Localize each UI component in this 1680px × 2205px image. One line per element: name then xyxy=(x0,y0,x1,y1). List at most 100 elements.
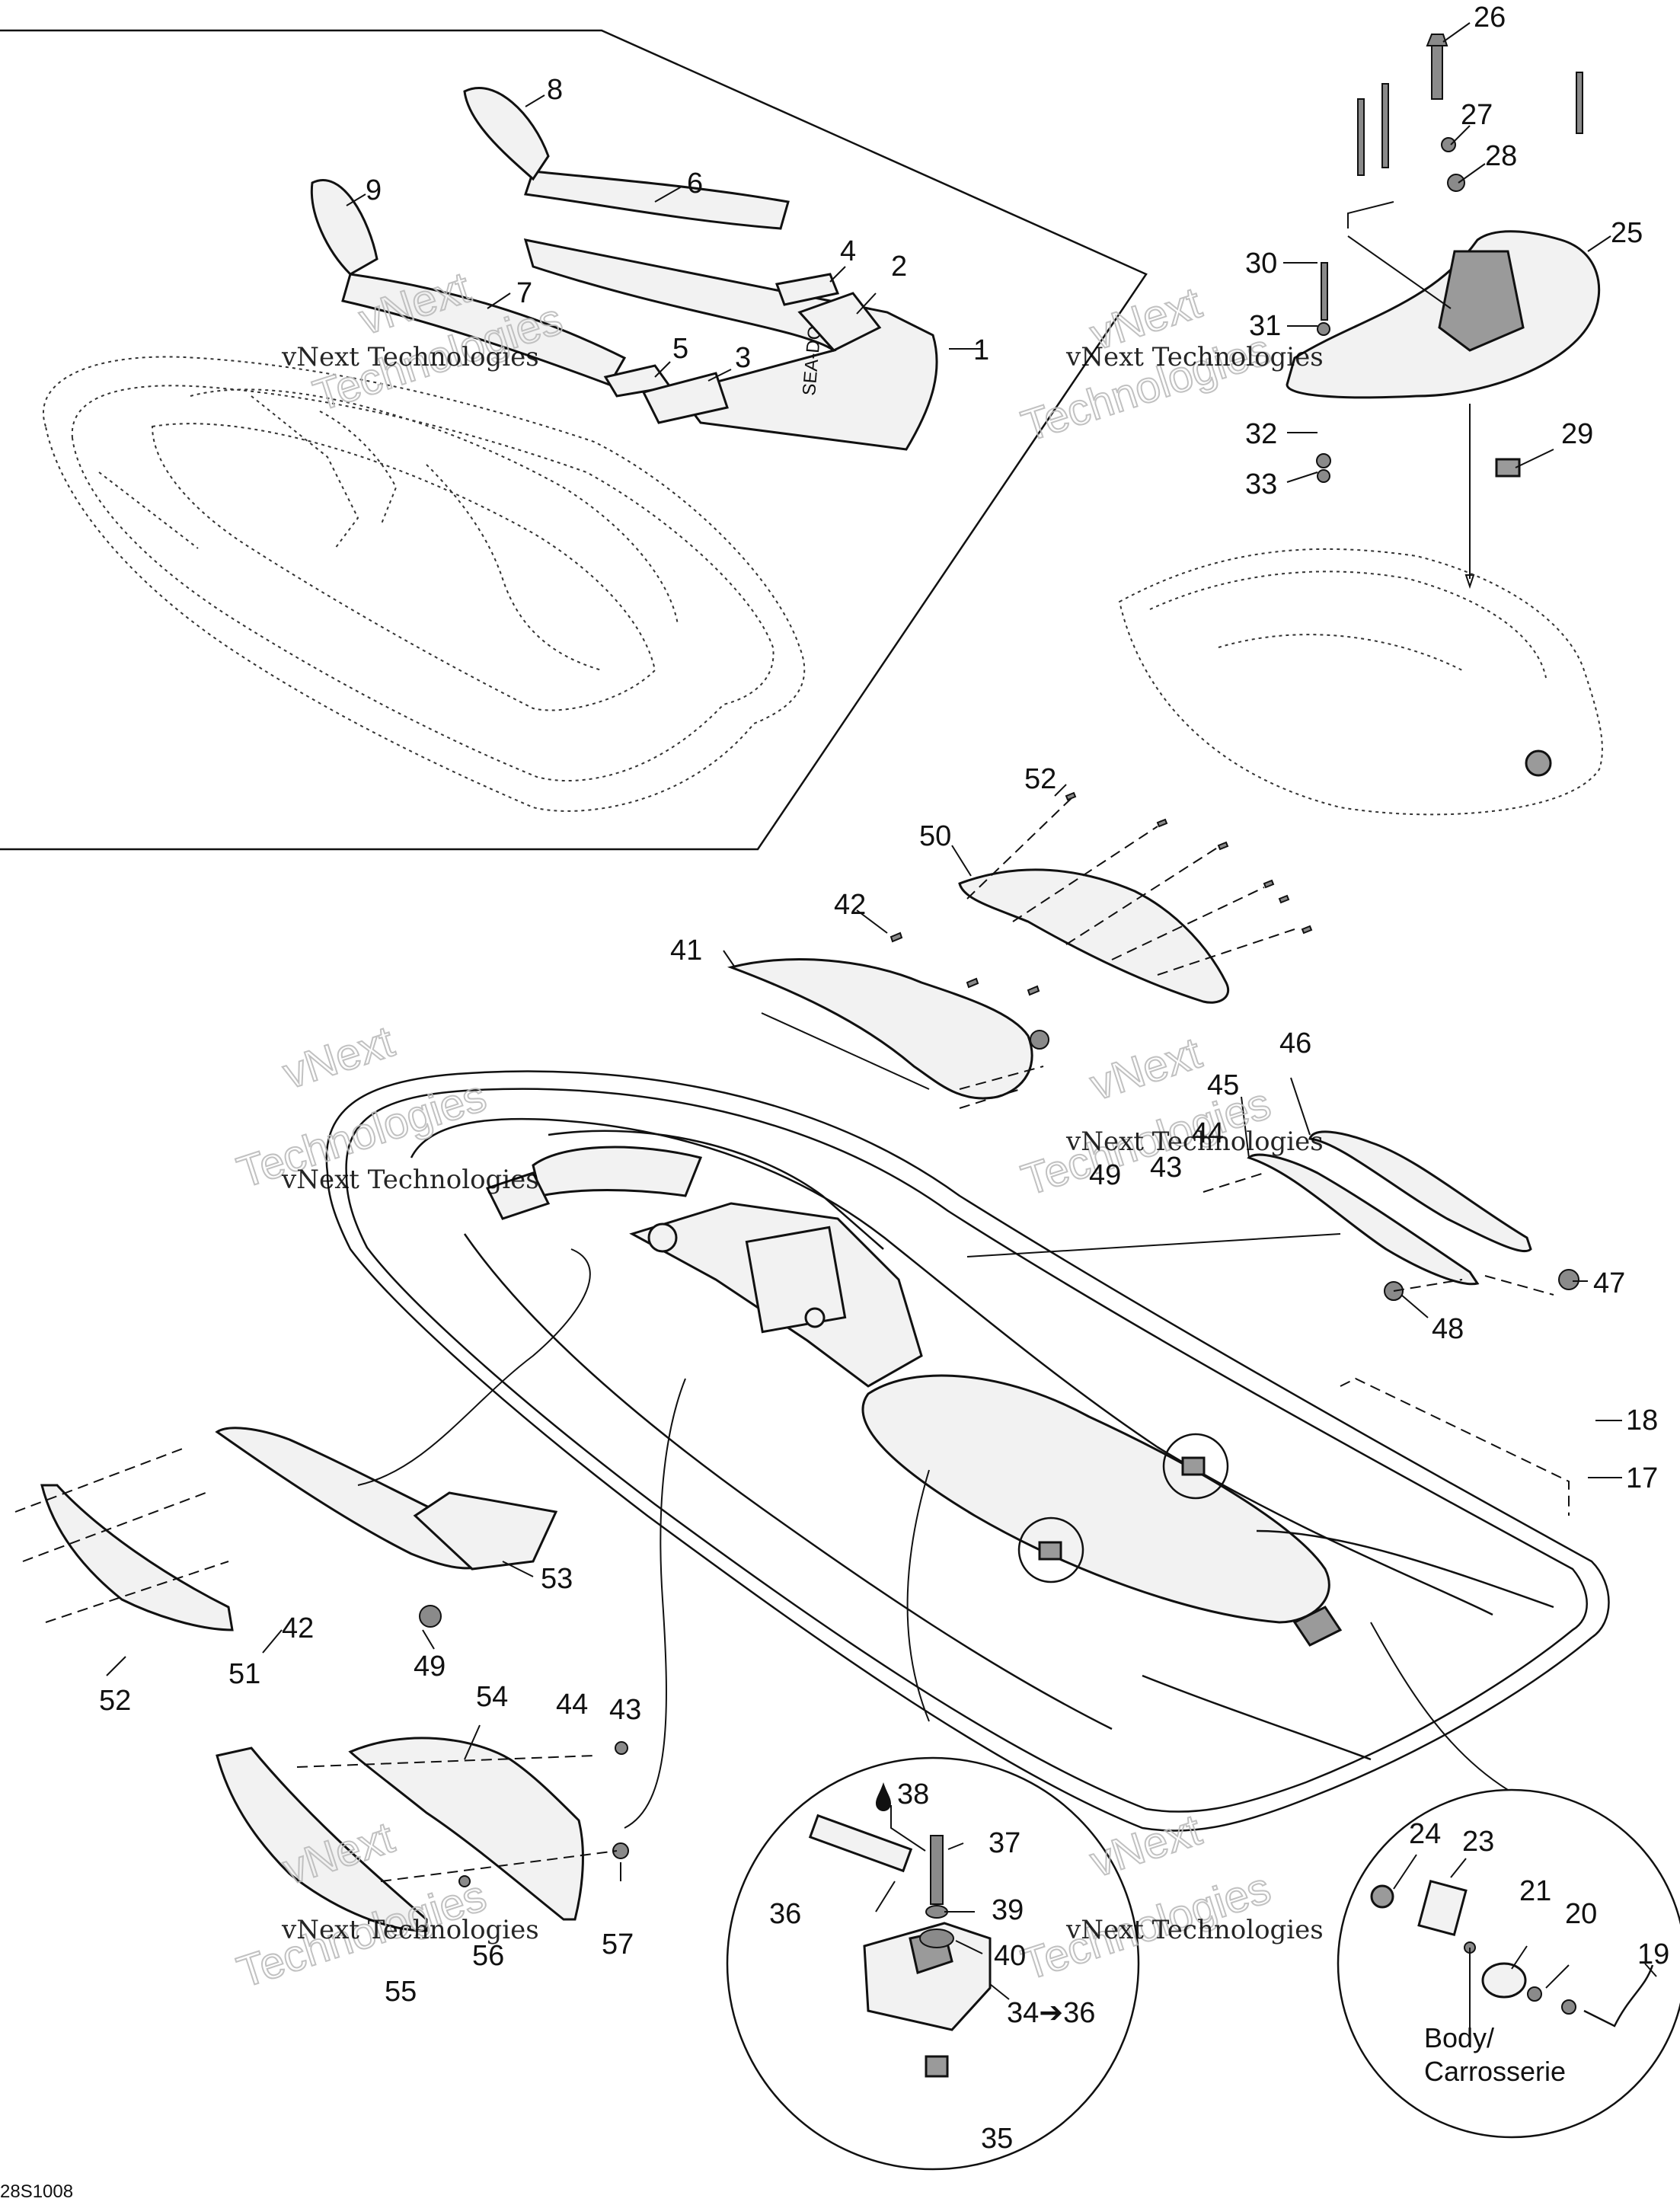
callout-18: 18 xyxy=(1626,1404,1658,1436)
callout-1: 1 xyxy=(973,334,989,366)
front-cowl xyxy=(532,1146,703,1197)
callout-25: 25 xyxy=(1611,217,1643,249)
panel-51 xyxy=(40,1484,234,1631)
callout-35: 35 xyxy=(981,2123,1013,2155)
callout-54: 54 xyxy=(476,1681,508,1713)
callout-40: 40 xyxy=(994,1940,1026,1972)
callout-43a: 43 xyxy=(1150,1152,1182,1184)
callout-27: 27 xyxy=(1461,99,1493,131)
grille-55 xyxy=(216,1746,428,1932)
clip-49a xyxy=(1030,1030,1049,1050)
washer-39 xyxy=(925,1905,948,1919)
callout-38: 38 xyxy=(897,1778,929,1810)
callout-43b: 43 xyxy=(609,1694,641,1726)
mat-3 xyxy=(641,372,729,424)
callout-44b: 44 xyxy=(556,1689,588,1721)
washer-40 xyxy=(919,1929,954,1948)
panel-46 xyxy=(1308,1130,1532,1253)
callout-39: 39 xyxy=(992,1894,1024,1926)
body-caption-line2: Carrosserie xyxy=(1424,2056,1566,2087)
callout-41: 41 xyxy=(670,935,702,967)
grab-handle-bracket xyxy=(1438,250,1525,352)
callout-26: 26 xyxy=(1474,2,1506,34)
callout-24: 24 xyxy=(1409,1818,1441,1850)
bracket-detail-circle xyxy=(1337,1788,1680,2139)
latch-detail-circle xyxy=(726,1756,1140,2171)
callout-3: 3 xyxy=(735,342,751,374)
callout-55: 55 xyxy=(385,1976,417,2008)
callout-32: 32 xyxy=(1245,418,1277,450)
watermarks: vNext Technologies vNext Technologies vN… xyxy=(231,262,1324,1999)
callout-labels: 1 2 3 4 5 6 7 8 9 17 18 19 20 21 23 24 2… xyxy=(99,2,1669,2155)
callout-17: 17 xyxy=(1626,1462,1658,1494)
callout-30: 30 xyxy=(1245,248,1277,280)
panel-41 xyxy=(727,958,1033,1100)
pad-36 xyxy=(808,1814,913,1873)
callout-36: 36 xyxy=(769,1898,801,1930)
callout-47: 47 xyxy=(1593,1267,1625,1299)
hook-19 xyxy=(1583,1964,1654,2028)
side-panels xyxy=(14,791,1579,1932)
mat-inset-panel: SEA-DOO xyxy=(0,29,1148,851)
callout-37: 37 xyxy=(989,1827,1020,1859)
callout-31: 31 xyxy=(1249,310,1281,342)
svg-text:vNext Technologies: vNext Technologies xyxy=(1065,1126,1324,1157)
callout-8: 8 xyxy=(547,74,563,106)
latch-detail xyxy=(726,1756,1140,2171)
washer-20 xyxy=(1527,1986,1542,2002)
seat-mat-1 xyxy=(523,238,938,451)
vent-53 xyxy=(413,1491,558,1571)
callout-28: 28 xyxy=(1485,140,1517,172)
drawing-code: 28S1008 xyxy=(0,2181,73,2202)
callout-48: 48 xyxy=(1432,1313,1464,1345)
seat-well xyxy=(861,1374,1330,1624)
callout-46: 46 xyxy=(1279,1027,1311,1059)
callout-20: 20 xyxy=(1565,1898,1597,1930)
knee-pad-8 xyxy=(463,87,550,181)
leader-lines xyxy=(106,22,1657,2000)
nut-29 xyxy=(1495,458,1521,478)
svg-text:vNext Technologies: vNext Technologies xyxy=(281,1165,539,1195)
callout-45: 45 xyxy=(1207,1069,1239,1101)
mat-4 xyxy=(775,273,840,306)
callout-29: 29 xyxy=(1561,418,1593,450)
knee-pad-9 xyxy=(310,179,378,276)
callout-52b: 52 xyxy=(99,1685,131,1717)
nut-33 xyxy=(1317,469,1330,483)
nut-27 xyxy=(1441,137,1456,152)
washer-32 xyxy=(1316,453,1331,468)
svg-text:vNext: vNext xyxy=(277,1017,400,1099)
callout-42b: 42 xyxy=(282,1612,314,1644)
support-21 xyxy=(1481,1962,1527,1999)
adhesive-drop-icon xyxy=(876,1782,891,1811)
callout-2: 2 xyxy=(891,251,907,283)
panel-54 xyxy=(348,1737,584,1921)
svg-text:vNext Technologies: vNext Technologies xyxy=(1065,1915,1324,1945)
storage-bin xyxy=(1118,548,1603,816)
callout-57: 57 xyxy=(602,1929,634,1961)
nut-35 xyxy=(925,2055,949,2078)
callout-52a: 52 xyxy=(1024,763,1056,795)
callout-6: 6 xyxy=(687,168,703,200)
callout-34-36: 34➔36 xyxy=(1007,1997,1095,2029)
callout-4: 4 xyxy=(840,235,856,267)
bolt-26-head xyxy=(1426,34,1448,46)
latch-b xyxy=(1038,1541,1062,1561)
callout-56: 56 xyxy=(472,1940,504,1972)
callout-21: 21 xyxy=(1519,1875,1551,1907)
washer-31 xyxy=(1317,322,1330,336)
body-caption-line1: Body/ xyxy=(1424,2022,1494,2053)
callout-49a: 49 xyxy=(1089,1159,1121,1191)
callout-19: 19 xyxy=(1637,1938,1669,1970)
mat-2 xyxy=(797,292,882,352)
callout-23: 23 xyxy=(1462,1826,1494,1858)
callout-9: 9 xyxy=(366,174,382,206)
callout-33: 33 xyxy=(1245,468,1277,500)
console-panel xyxy=(745,1226,847,1334)
svg-text:vNext: vNext xyxy=(1084,1028,1207,1110)
panel-45 xyxy=(1247,1153,1480,1286)
deck-hull xyxy=(325,1070,1610,1832)
callout-50: 50 xyxy=(919,820,951,852)
drain-plug xyxy=(1525,749,1552,777)
